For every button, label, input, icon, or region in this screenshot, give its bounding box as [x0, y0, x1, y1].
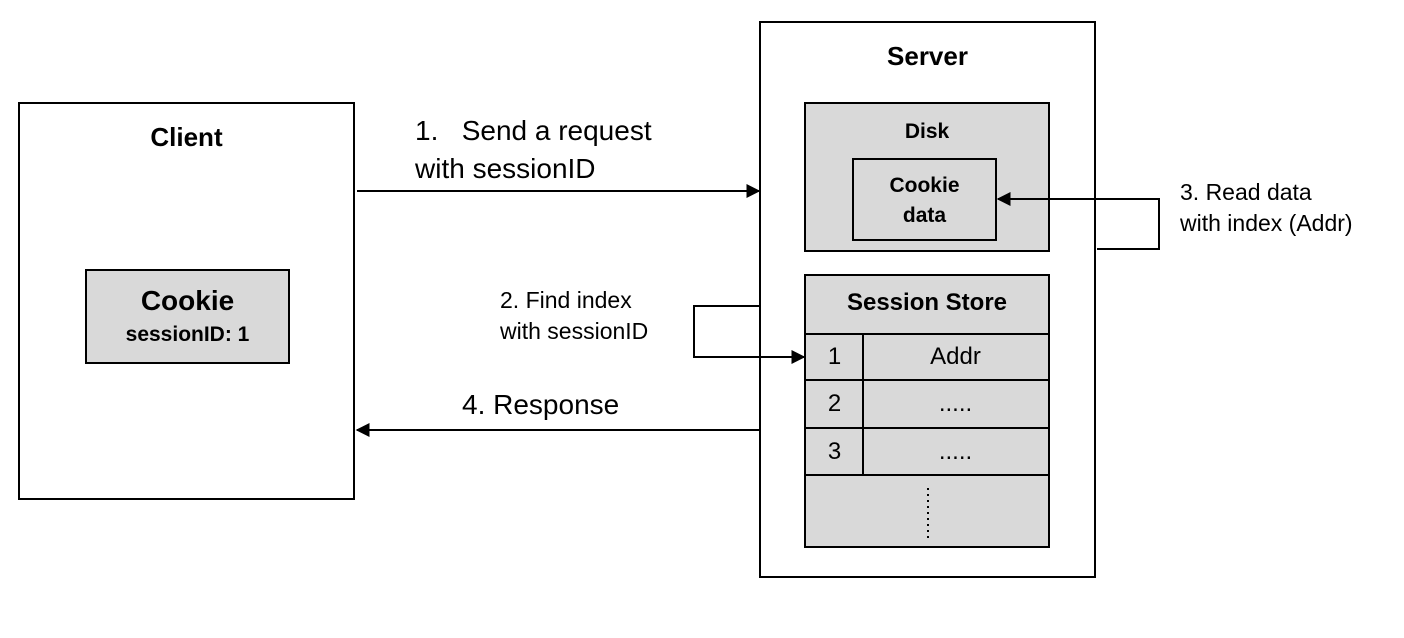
- cookie-data-line1: Cookie: [889, 174, 960, 197]
- server-title: Server: [887, 41, 968, 71]
- row-index: 3: [827, 437, 842, 465]
- disk-box: Disk Cookie data: [804, 102, 1050, 252]
- cookie-data-box: Cookie data: [852, 158, 997, 241]
- cookie-session-id: sessionID: 1: [125, 323, 250, 346]
- step2-label-line2: with sessionID: [500, 318, 649, 344]
- disk-title: Disk: [904, 120, 950, 143]
- client-title: Client: [150, 122, 223, 152]
- step4-label: 4. Response: [462, 389, 620, 420]
- cookie-title: Cookie: [140, 285, 235, 316]
- step3-label-line2: with index (Addr): [1180, 210, 1353, 236]
- session-store-title: Session Store: [846, 289, 1008, 316]
- row-value: Addr: [930, 343, 981, 370]
- row-value: .....: [938, 390, 973, 417]
- cookie-data-line2: data: [902, 204, 947, 227]
- client-box: Client Cookie sessionID: 1: [18, 102, 355, 500]
- row-index: 2: [827, 390, 842, 417]
- step3-label-line1: 3. Read data: [1180, 179, 1312, 205]
- row-index: 1: [827, 343, 842, 370]
- row-value: .....: [938, 437, 973, 465]
- step1-label-line1: 1. Send a request: [415, 115, 652, 146]
- step2-label-line1: 2. Find index: [500, 287, 632, 313]
- step1-label-line2: with sessionID: [415, 153, 596, 184]
- cookie-box: Cookie sessionID: 1: [85, 269, 290, 364]
